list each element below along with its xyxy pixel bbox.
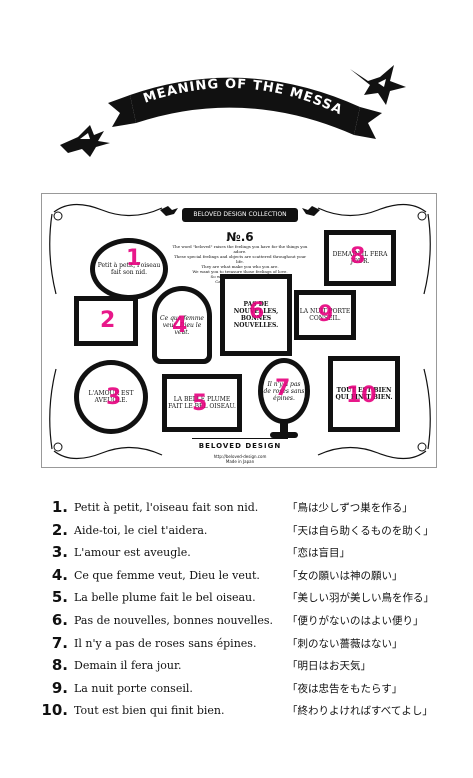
swallow-bird-icon bbox=[160, 206, 178, 216]
footer-rule bbox=[192, 438, 288, 439]
list-item: 10. Tout est bien qui finit bien. 「終わりよけ… bbox=[41, 701, 433, 720]
header-banner: MEANING OF THE MESSAGES bbox=[50, 55, 406, 157]
mirror-stand bbox=[280, 422, 288, 434]
frame-number-6: 6 bbox=[249, 299, 265, 324]
frame-number-9: 9 bbox=[318, 302, 334, 327]
sheet-number: №.6 bbox=[226, 230, 254, 244]
frame-number-5: 5 bbox=[192, 391, 208, 416]
sticker-frame-8[interactable]: DEMAIN IL FERA JOUR. bbox=[324, 230, 396, 286]
list-item: 5. La belle plume fait le bel oiseau. 「美… bbox=[51, 588, 434, 607]
frame-number-7: 7 bbox=[275, 376, 291, 401]
list-item: 7. Il n'y a pas de roses sans épines. 「刺… bbox=[51, 633, 403, 652]
frame-number-4: 4 bbox=[172, 313, 188, 338]
mirror-base bbox=[270, 432, 298, 438]
list-item: 4. Ce que femme veut, Dieu le veut. 「女の願… bbox=[51, 565, 403, 584]
frame-number-8: 8 bbox=[350, 244, 366, 269]
frame-number-10: 10 bbox=[346, 383, 377, 408]
frame-number-1: 1 bbox=[126, 246, 142, 271]
list-item: 9. La nuit porte conseil. 「夜は忠告をもたらす」 bbox=[51, 678, 403, 697]
list-item: 2. Aide-toi, le ciel t'aidera. 「天は自ら助くるも… bbox=[51, 520, 434, 539]
ribbon-banner bbox=[130, 77, 360, 135]
list-item: 8. Demain il fera jour. 「明日はお天気」 bbox=[51, 656, 371, 675]
swallow-bird-icon bbox=[60, 125, 110, 157]
scroll-border bbox=[49, 203, 431, 460]
sticker-frame-3[interactable]: L'AMOUR EST AVEUGLE. bbox=[74, 360, 148, 434]
sheet-header: BELOVED DESIGN COLLECTION bbox=[182, 208, 298, 222]
sheet-made-in: http://beloved-design.com Made in Japan bbox=[213, 454, 267, 464]
sticker-frame-6[interactable]: PAS DE NOUVELLES, BONNES NOUVELLES. bbox=[220, 274, 292, 356]
sheet-footer: BELOVED DESIGN bbox=[198, 442, 282, 450]
sticker-frame-1[interactable]: Petit à petit, l'oiseau fait son nid. bbox=[90, 238, 168, 300]
swallow-bird-icon bbox=[302, 206, 320, 216]
list-item: 1. Petit à petit, l'oiseau fait son nid.… bbox=[51, 498, 413, 516]
sticker-frame-5[interactable]: LA BELLE PLUME FAIT LE BEL OISEAU. bbox=[162, 374, 242, 432]
sticker-frame-4[interactable]: Ce que femme veut, Dieu le veut. bbox=[152, 286, 212, 364]
sticker-frame-7[interactable]: Il n'y a pas de roses sans épines. bbox=[258, 358, 310, 424]
sticker-frame-10[interactable]: TOUT EST BIEN QUI FINIT BIEN. bbox=[328, 356, 400, 432]
swallow-bird-icon bbox=[350, 65, 406, 105]
sticker-sheet: BELOVED DESIGN COLLECTION №.6 The word "… bbox=[41, 193, 437, 468]
sticker-frame-9[interactable]: LA NUIT PORTE CONSEIL. bbox=[294, 290, 356, 340]
sticker-frame-2[interactable] bbox=[74, 296, 138, 346]
frame-number-3: 3 bbox=[106, 385, 122, 410]
frame-number-2: 2 bbox=[100, 308, 116, 333]
message-list: 1. Petit à petit, l'oiseau fait son nid.… bbox=[22, 498, 462, 724]
list-item: 3. L'amour est aveugle. 「恋は盲目」 bbox=[51, 543, 350, 562]
list-item: 6. Pas de nouvelles, bonnes nouvelles. 「… bbox=[51, 610, 424, 629]
